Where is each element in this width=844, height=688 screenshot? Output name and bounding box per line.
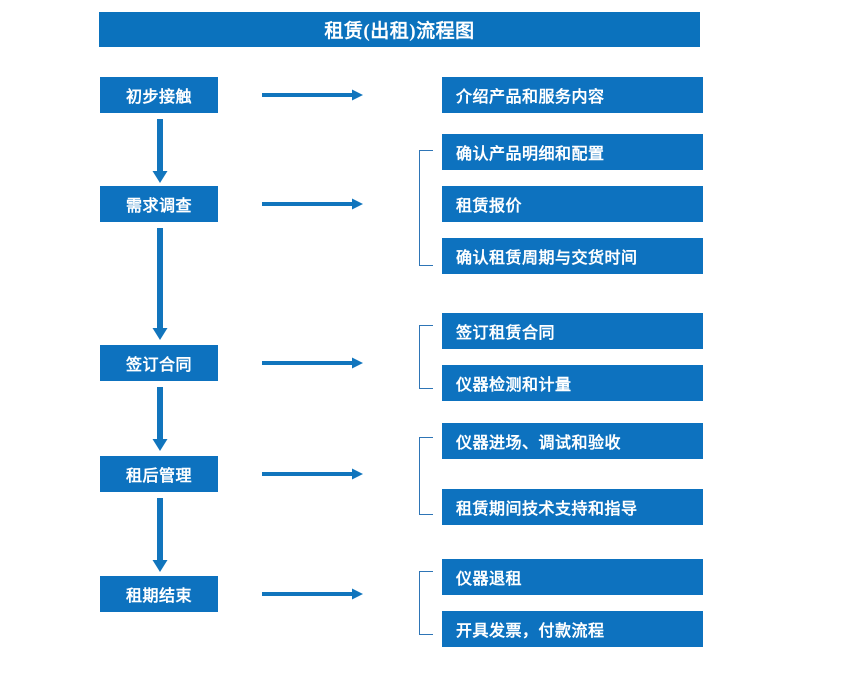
bracket-connector-sign-contract: [419, 325, 433, 389]
arrow-down-icon: [152, 498, 168, 572]
bracket-connector-needs-survey: [419, 150, 433, 266]
bracket-connector-post-lease-management: [419, 437, 433, 515]
arrow-right-icon: [262, 198, 363, 210]
detail-box-sign-lease-contract[interactable]: 签订租赁合同: [442, 313, 703, 349]
detail-box-technical-support[interactable]: 租赁期间技术支持和指导: [442, 489, 703, 525]
detail-box-confirm-lease-period[interactable]: 确认租赁周期与交货时间: [442, 238, 703, 274]
stage-box-needs-survey[interactable]: 需求调查: [100, 186, 218, 222]
arrow-right-icon: [262, 588, 363, 600]
detail-box-instrument-delivery[interactable]: 仪器进场、调试和验收: [442, 423, 703, 459]
stage-box-post-lease-management[interactable]: 租后管理: [100, 456, 218, 492]
detail-box-confirm-product-spec[interactable]: 确认产品明细和配置: [442, 134, 703, 170]
arrow-right-icon: [262, 468, 363, 480]
detail-box-introduce-products[interactable]: 介绍产品和服务内容: [442, 77, 703, 113]
bracket-connector-lease-end: [419, 571, 433, 635]
stage-box-lease-end[interactable]: 租期结束: [100, 576, 218, 612]
detail-box-invoice-payment[interactable]: 开具发票，付款流程: [442, 611, 703, 647]
arrow-down-icon: [152, 387, 168, 451]
detail-box-instrument-return[interactable]: 仪器退租: [442, 559, 703, 595]
detail-box-lease-quotation[interactable]: 租赁报价: [442, 186, 703, 222]
stage-box-initial-contact[interactable]: 初步接触: [100, 77, 218, 113]
diagram-title: 租赁(出租)流程图: [99, 12, 700, 47]
arrow-down-icon: [152, 228, 168, 340]
arrow-down-icon: [152, 119, 168, 183]
arrow-right-icon: [262, 357, 363, 369]
detail-box-instrument-inspection[interactable]: 仪器检测和计量: [442, 365, 703, 401]
stage-box-sign-contract[interactable]: 签订合同: [100, 345, 218, 381]
arrow-right-icon: [262, 89, 363, 101]
